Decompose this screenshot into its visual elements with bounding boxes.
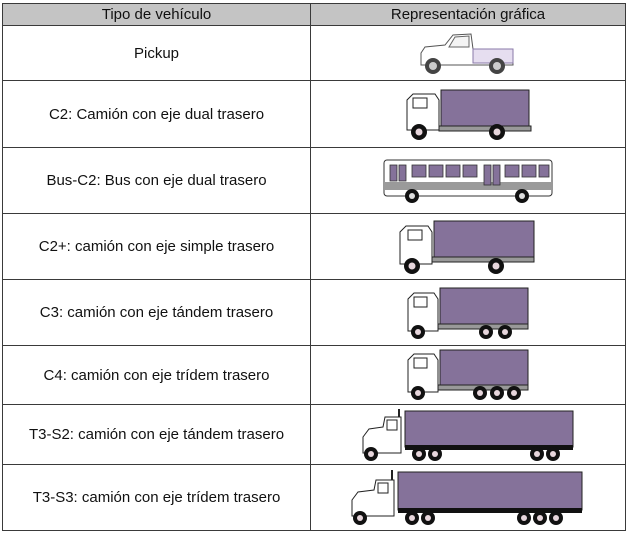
- row-label: C3: camión con eje tándem trasero: [2, 279, 311, 346]
- header-row: Tipo de vehículo Representación gráfica: [2, 3, 626, 26]
- table-row: C4: camión con eje trídem trasero: [2, 345, 626, 405]
- c3-truck-icon: [407, 287, 529, 339]
- table-row: C3: camión con eje tándem trasero: [2, 279, 626, 346]
- c2-truck-icon: [406, 89, 532, 140]
- c4-truck-icon: [407, 349, 529, 400]
- row-graphic: [310, 345, 626, 405]
- row-graphic: [310, 147, 626, 214]
- bus-icon: [383, 159, 553, 203]
- row-label: T3-S2: camión con eje tándem trasero: [2, 404, 311, 465]
- table-row: C2+: camión con eje simple trasero: [2, 213, 626, 280]
- row-graphic: [310, 404, 626, 465]
- vehicle-type-table: Tipo de vehículo Representación gráfica …: [2, 3, 626, 531]
- pickup-truck-icon: [420, 33, 514, 74]
- row-graphic: [310, 80, 626, 148]
- table-row: T3-S2: camión con eje tándem trasero: [2, 404, 626, 465]
- header-graphic: Representación gráfica: [310, 3, 626, 26]
- header-vehicle-type: Tipo de vehículo: [2, 3, 311, 26]
- row-graphic: [310, 25, 626, 81]
- row-graphic: [310, 464, 626, 531]
- c2plus-truck-icon: [399, 220, 535, 274]
- row-label: C2: Camión con eje dual trasero: [2, 80, 311, 148]
- row-graphic: [310, 213, 626, 280]
- row-label: C2+: camión con eje simple trasero: [2, 213, 311, 280]
- row-label: Bus-C2: Bus con eje dual trasero: [2, 147, 311, 214]
- row-label: T3-S3: camión con eje trídem trasero: [2, 464, 311, 531]
- table-row: Pickup: [2, 25, 626, 81]
- table-row: T3-S3: camión con eje trídem trasero: [2, 464, 626, 531]
- row-label: Pickup: [2, 25, 311, 81]
- row-label: C4: camión con eje trídem trasero: [2, 345, 311, 405]
- t3s2-truck-icon: [362, 408, 574, 461]
- row-graphic: [310, 279, 626, 346]
- table-row: C2: Camión con eje dual trasero: [2, 80, 626, 148]
- t3s3-truck-icon: [351, 469, 583, 525]
- table-row: Bus-C2: Bus con eje dual trasero: [2, 147, 626, 214]
